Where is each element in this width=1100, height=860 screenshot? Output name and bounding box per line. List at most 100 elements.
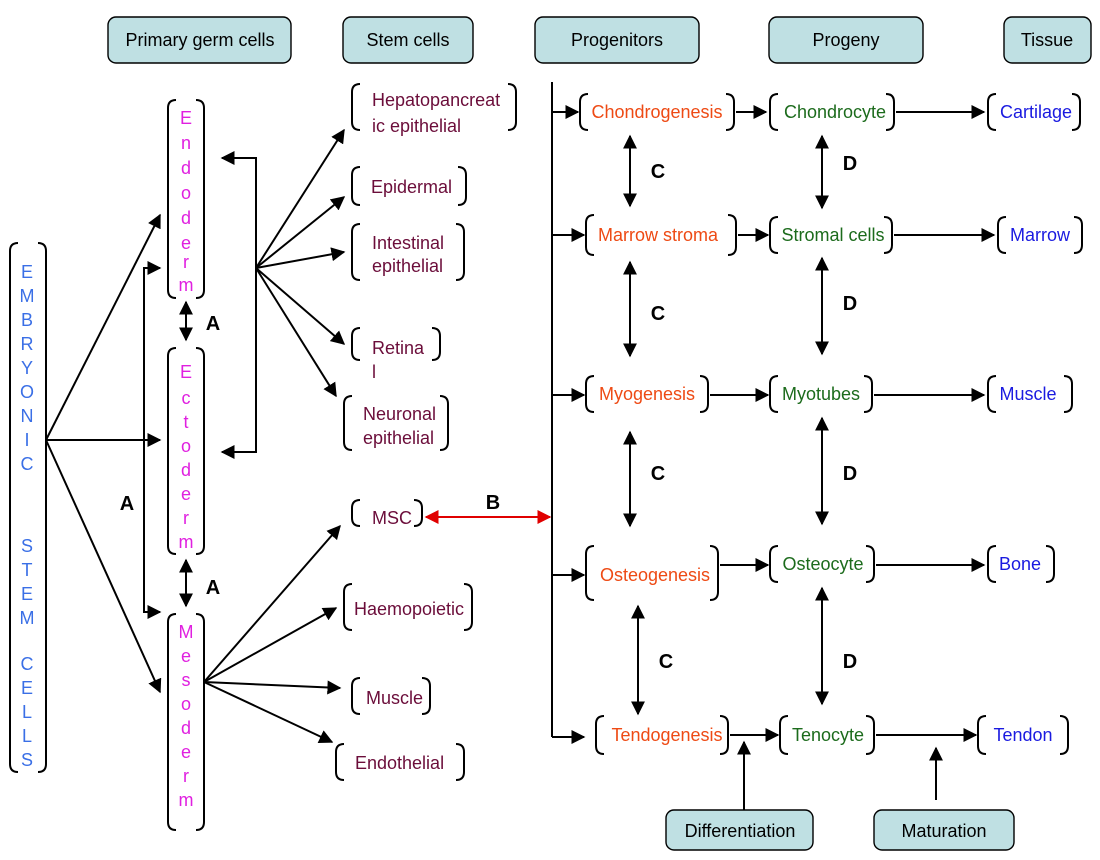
ectoderm-letter: r: [183, 508, 189, 528]
arrow-endoderm-mesoderm: [143, 261, 162, 619]
header-stem-cells: Stem cells: [342, 16, 474, 64]
progenitor-tendogenesis-label: Tendogenesis: [611, 725, 722, 745]
esc-letter: E: [21, 678, 33, 698]
mesoderm-letter: M: [179, 622, 194, 642]
progenitor-myogenesis-label: Myogenesis: [599, 384, 695, 404]
progenitor-marrow-stroma: Marrow stroma: [585, 214, 737, 256]
mesoderm-letter: d: [181, 718, 191, 738]
esc-letter: C: [21, 454, 34, 474]
mesoderm-letter: e: [181, 646, 191, 666]
progeny-osteocyte: Osteocyte: [769, 545, 875, 583]
ectoderm-bracket-left: [167, 347, 177, 555]
arrow-to-intestinal: [255, 247, 346, 269]
progeny-myotubes: Myotubes: [769, 375, 873, 413]
arrow-esc-to-mesoderm: [45, 439, 162, 694]
arrow-to-haemopoietic: [203, 607, 338, 683]
arrow-to-hepatopancreatic: [255, 128, 345, 269]
stem-cell-hepatopancreatic: Hepatopancreat ic epithelial: [351, 83, 517, 136]
ectoderm-text: E c t o d e r m: [179, 362, 194, 552]
label-c: C: [651, 161, 665, 183]
esc-letter: E: [21, 584, 33, 604]
embryonic-bracket-right: [37, 242, 47, 773]
stem-neuronal-line1: Neuronal: [363, 404, 436, 424]
tissue-muscle: Muscle: [987, 375, 1073, 413]
mesoderm-letter: e: [181, 742, 191, 762]
esc-letter: L: [22, 726, 32, 746]
ectoderm-bracket-right: [195, 347, 205, 555]
label-c: C: [651, 463, 665, 485]
esc-letter: L: [22, 702, 32, 722]
arrow-to-muscle-stem: [203, 680, 342, 695]
tissue-cartilage-label: Cartilage: [1000, 102, 1072, 122]
progenitor-tendogenesis: Tendogenesis: [595, 715, 729, 755]
esc-letter: B: [21, 310, 33, 330]
mesoderm-letter: s: [182, 670, 191, 690]
ectoderm-letter: e: [181, 484, 191, 504]
label-a-endo-ecto: A: [206, 313, 220, 335]
progeny-stromal-cells-label: Stromal cells: [781, 225, 884, 245]
esc-letter: S: [21, 750, 33, 770]
footer-differentiation-label: Differentiation: [685, 821, 796, 841]
ectoderm-letter: d: [181, 460, 191, 480]
esc-letter: O: [20, 382, 34, 402]
stem-cell-haemopoietic: Haemopoietic: [343, 583, 473, 631]
footer-maturation: Maturation: [873, 809, 1015, 851]
stem-intestinal-line2: epithelial: [372, 256, 443, 276]
esc-letter: M: [20, 286, 35, 306]
header-progenitors-label: Progenitors: [571, 30, 663, 50]
tissue-tendon-label: Tendon: [993, 725, 1052, 745]
esc-letter: R: [21, 334, 34, 354]
arrow-to-msc: [203, 524, 341, 683]
esc-letter: C: [21, 654, 34, 674]
arrow-to-epidermal: [255, 196, 346, 269]
stem-retinal-line2: l: [372, 362, 376, 382]
endoderm-bracket-right: [195, 99, 205, 299]
tissue-muscle-label: Muscle: [999, 384, 1056, 404]
progeny-chondrocyte-label: Chondrocyte: [784, 102, 886, 122]
progeny-stromal-cells: Stromal cells: [769, 216, 893, 254]
esc-letter: T: [22, 560, 33, 580]
progeny-tenocyte-label: Tenocyte: [792, 725, 864, 745]
progenitor-osteogenesis: Osteogenesis: [585, 545, 719, 601]
label-c: C: [659, 651, 673, 673]
endoderm-letter: n: [181, 133, 191, 153]
label-c: C: [651, 303, 665, 325]
stem-neuronal-line2: epithelial: [363, 428, 434, 448]
stem-cell-epidermal: Epidermal: [351, 166, 467, 206]
stem-endothelial: Endothelial: [355, 753, 444, 773]
mesoderm-bracket-left: [167, 613, 177, 831]
mesoderm-bracket-right: [195, 613, 205, 831]
footer-maturation-label: Maturation: [901, 821, 986, 841]
ectoderm-letter: E: [180, 362, 192, 382]
arrow-to-endothelial: [203, 681, 334, 743]
stem-haemopoietic: Haemopoietic: [354, 599, 464, 619]
mesoderm-letter: r: [183, 766, 189, 786]
endoderm-letter: o: [181, 183, 191, 203]
endoderm-letter: d: [181, 208, 191, 228]
esc-letter: M: [20, 608, 35, 628]
footer-differentiation: Differentiation: [665, 809, 814, 851]
arrow-esc-to-endoderm: [45, 213, 161, 441]
label-d: D: [843, 651, 857, 673]
header-tissue: Tissue: [1003, 16, 1092, 64]
progeny-osteocyte-label: Osteocyte: [782, 554, 863, 574]
esc-letter: N: [21, 406, 34, 426]
progeny-tenocyte: Tenocyte: [779, 715, 875, 755]
header-primary-germ-cells: Primary germ cells: [107, 16, 292, 64]
stem-hepato-line1: Hepatopancreat: [372, 90, 500, 110]
tissue-bone-label: Bone: [999, 554, 1041, 574]
stem-cell-neuronal: Neuronal epithelial: [343, 395, 449, 451]
progenitor-chondrogenesis: Chondrogenesis: [579, 93, 735, 131]
label-d: D: [843, 463, 857, 485]
stem-cell-msc: MSC: [351, 499, 423, 528]
endoderm-letter: r: [183, 252, 189, 272]
label-a-endo-meso: A: [120, 493, 134, 515]
progenitor-chondrogenesis-label: Chondrogenesis: [591, 102, 722, 122]
tissue-bone: Bone: [987, 545, 1055, 583]
endoderm-letter: e: [181, 233, 191, 253]
ectoderm-letter: t: [183, 412, 188, 432]
esc-letter: E: [21, 262, 33, 282]
tissue-cartilage: Cartilage: [987, 93, 1081, 131]
stem-cell-endothelial: Endothelial: [335, 743, 465, 781]
